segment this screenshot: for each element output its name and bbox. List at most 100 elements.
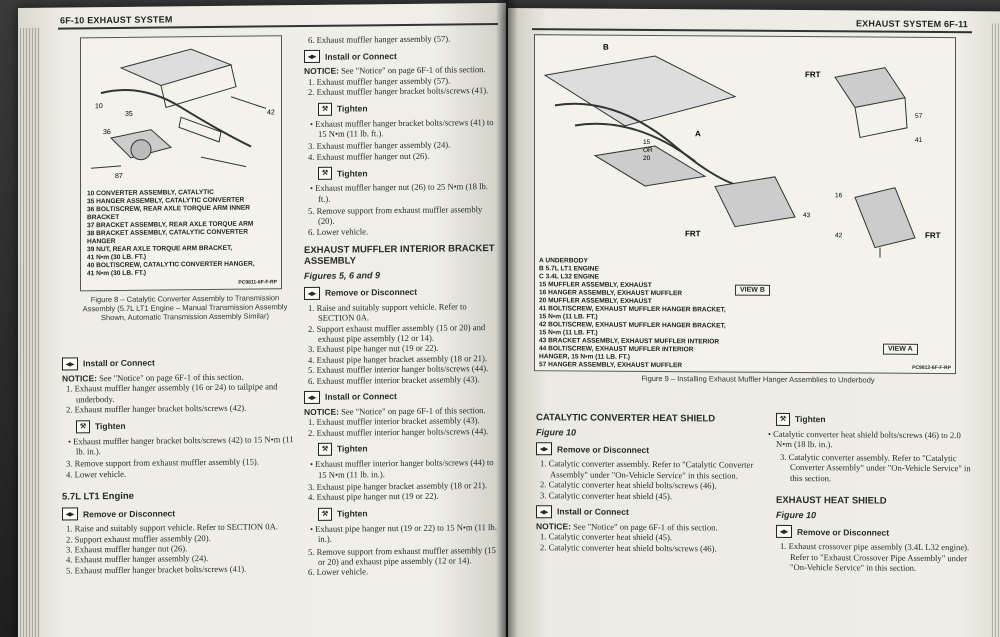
list-item: 1. Raise and suitably support vehicle. R… (308, 300, 467, 323)
view-a-label: VIEW A (883, 343, 918, 355)
figure-9-caption: Figure 9 – Installing Exhaust Muffler Ha… (641, 373, 875, 385)
fig9-callout-b: B (603, 43, 609, 52)
list-item: 6. Exhaust muffler hanger assembly (57). (308, 33, 451, 45)
figure-reference: Figures 5, 6 and 9 (304, 270, 381, 282)
remove-disconnect-icon: ◂▸ (304, 286, 320, 300)
fig9-callout-43: 43 (803, 212, 811, 219)
list-item: 3. Catalytic converter assembly. Refer t… (780, 451, 971, 483)
list-item: 6. Lower vehicle. (308, 566, 369, 578)
figure-8-illustration: 10 35 36 42 87 (90, 48, 275, 180)
list-item: 6. Exhaust muffler interior bracket asse… (308, 373, 480, 386)
remove-disconnect-icon: ◂▸ (62, 507, 78, 521)
section-title: EXHAUST MUFFLER INTERIOR BRACKET ASSEMBL… (304, 243, 495, 268)
remove-disconnect-label: ◂▸Remove or Disconnect (776, 525, 976, 539)
figure-8-caption: Figure 8 – Catalytic Converter Assembly … (82, 293, 288, 323)
install-connect-icon: ◂▸ (536, 505, 552, 519)
list-item: 4. Lower vehicle. (66, 468, 127, 480)
fig9-callout-42: 42 (835, 232, 843, 239)
fig9-callout-15: 15 (643, 139, 651, 146)
list-item: 2. Exhaust muffler interior hanger bolts… (308, 425, 489, 438)
install-connect-icon: ◂▸ (304, 390, 320, 404)
page-stack-edge-left (18, 27, 40, 637)
remove-disconnect-label: ◂▸Remove or Disconnect (62, 505, 298, 521)
engine-subtitle: 5.7L LT1 Engine (62, 491, 134, 503)
remove-disconnect-label: ◂▸Remove or Disconnect (536, 442, 766, 458)
fig9-frt-2: FRT (685, 229, 701, 238)
page-stack-edge-right (990, 23, 1000, 637)
remove-disconnect-icon: ◂▸ (536, 442, 552, 456)
list-item: 2. Catalytic converter heat shield bolts… (540, 542, 717, 554)
remove-disconnect-label: ◂▸Remove or Disconnect (304, 285, 500, 300)
list-item: 2. Exhaust muffler hanger bracket bolts/… (308, 85, 489, 98)
fig9-callout-41: 41 (915, 137, 923, 144)
wrench-icon: ⚒ (318, 166, 332, 181)
list-item: 1. Catalytic converter assembly. Refer t… (540, 458, 754, 481)
right-page: EXHAUST SYSTEM 6F-11 B A 15 (508, 8, 1000, 637)
install-connect-label: ◂▸Install or Connect (304, 389, 500, 404)
install-connect-label: ◂▸Install or Connect (304, 48, 500, 64)
wrench-icon: ⚒ (76, 419, 90, 434)
list-item: 1. Exhaust crossover pipe assembly (3.4L… (780, 541, 970, 574)
figure-reference: Figure 10 (536, 427, 577, 438)
list-item: 4. Exhaust muffler hanger nut (26). (308, 150, 430, 162)
fig9-callout-20: 20 (643, 155, 651, 162)
section-title: EXHAUST HEAT SHIELD (776, 494, 887, 507)
left-column-2: 6. Exhaust muffler hanger assembly (57).… (304, 33, 500, 578)
fig9-callout-a: A (695, 129, 701, 138)
left-page: 6F-10 EXHAUST SYSTEM 10 35 36 (18, 2, 506, 637)
tighten-label: ⚒Tighten (318, 441, 500, 457)
figure-9: B A 15 OR 20 57 41 43 16 42 FRT FRT FRT … (534, 34, 956, 375)
list-item: 6. Lower vehicle. (308, 226, 369, 237)
figure-8-code: PC9811-6F-F-RP (238, 279, 277, 286)
tighten-label: ⚒Tighten (318, 506, 500, 521)
right-column-1: CATALYTIC CONVERTER HEAT SHIELD Figure 1… (536, 406, 766, 554)
fig8-callout-35: 35 (125, 111, 133, 118)
tighten-label: ⚒Tighten (76, 418, 298, 434)
list-item: 5. Remove support from exhaust muffler a… (308, 544, 496, 567)
install-connect-label: ◂▸Install or Connect (536, 505, 766, 520)
fig8-callout-42: 42 (267, 109, 275, 116)
tighten-label: ⚒Tighten (318, 101, 500, 116)
install-connect-icon: ◂▸ (304, 50, 320, 64)
tighten-spec: • Exhaust muffler hanger bracket bolts/s… (310, 116, 494, 139)
list-item: 5. Remove support from exhaust muffler a… (308, 204, 483, 227)
tighten-spec: • Catalytic converter heat shield bolts/… (768, 428, 961, 450)
view-b-label: VIEW B (735, 284, 770, 296)
figure-9-code: PC9812-6F-F-RP (912, 364, 951, 372)
figure-8: 10 35 36 42 87 10 CONVERTER ASSEMBLY, CA… (80, 35, 282, 292)
section-title: CATALYTIC CONVERTER HEAT SHIELD (536, 412, 716, 425)
tighten-spec: • Exhaust muffler hanger bracket bolts/s… (68, 433, 294, 457)
fig8-callout-10: 10 (95, 103, 103, 110)
wrench-icon: ⚒ (318, 102, 332, 116)
fig9-frt-3: FRT (925, 231, 941, 240)
figure-reference: Figure 10 (776, 509, 817, 521)
list-item: 1. Exhaust muffler hanger assembly (16 o… (66, 381, 278, 405)
right-running-head: EXHAUST SYSTEM 6F-11 (855, 18, 968, 30)
list-item: 2. Support exhaust muffler assembly (15 … (308, 321, 486, 344)
right-column-2: ⚒Tighten • Catalytic converter heat shie… (768, 408, 976, 574)
figure-8-legend: 10 CONVERTER ASSEMBLY, CATALYTIC 35 HANG… (87, 188, 255, 278)
wrench-icon: ⚒ (776, 412, 790, 426)
left-running-head: 6F-10 EXHAUST SYSTEM (60, 14, 173, 26)
install-connect-icon: ◂▸ (62, 357, 78, 371)
tighten-spec: • Exhaust muffler hanger nut (26) to 25 … (310, 181, 488, 204)
tighten-spec: • Exhaust pipe hanger nut (19 or 22) to … (310, 521, 497, 545)
fig9-callout-or: OR (643, 147, 653, 154)
right-head-rule (532, 28, 972, 34)
notice-text: NOTICE: See "Notice" on page 6F-1 of thi… (304, 64, 486, 77)
list-item: 5. Exhaust muffler hanger bracket bolts/… (66, 563, 247, 576)
list-item: 2. Exhaust muffler hanger bracket bolts/… (66, 402, 247, 415)
figure-9-legend: A UNDERBODY B 5.7L LT1 ENGINE C 3.4L L32… (539, 257, 726, 370)
tighten-spec: • Exhaust muffler interior hanger bolts/… (310, 457, 494, 480)
list-item: 4. Exhaust pipe hanger nut (19 or 22). (308, 490, 439, 503)
wrench-icon: ⚒ (318, 507, 332, 521)
left-column-1: ◂▸Install or Connect NOTICE: See "Notice… (62, 350, 298, 576)
wrench-icon: ⚒ (318, 442, 332, 457)
fig9-callout-16: 16 (835, 192, 843, 199)
figure-9-illustration: B A 15 OR 20 57 41 43 16 42 FRT FRT FRT (543, 43, 941, 258)
remove-disconnect-icon: ◂▸ (776, 525, 792, 539)
tighten-label: ⚒Tighten (776, 412, 976, 427)
fig9-callout-57: 57 (915, 113, 923, 120)
list-item: 3. Catalytic converter heat shield (45). (540, 489, 672, 501)
